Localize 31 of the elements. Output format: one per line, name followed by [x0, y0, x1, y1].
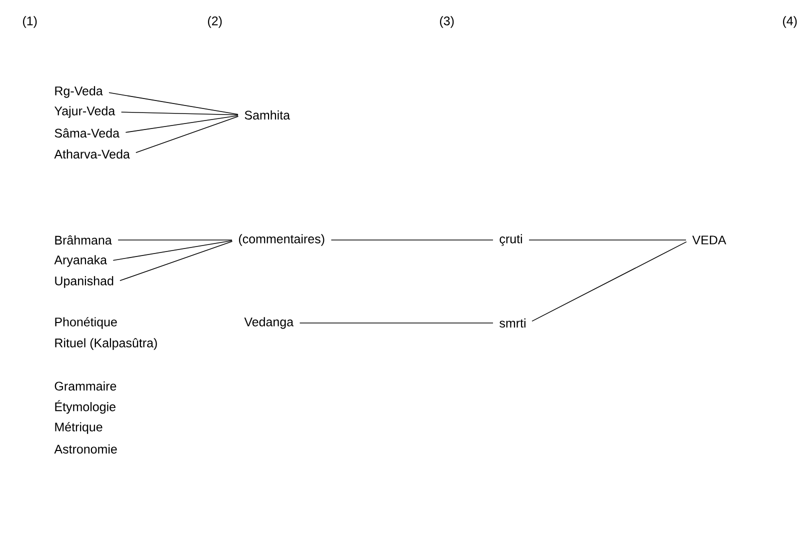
text-label: (4) — [782, 16, 797, 28]
node-label: Vedanga — [244, 317, 294, 329]
text-label: Phonétique — [55, 317, 117, 329]
text-label: Astronomie — [54, 444, 117, 454]
node-label: Upanishad — [55, 276, 114, 288]
text-label: (1) — [22, 16, 37, 28]
text-label: Grammaire — [54, 381, 116, 391]
connector-line — [120, 112, 238, 116]
connector-line — [532, 241, 687, 322]
node-label: VEDA — [692, 236, 726, 244]
node-label: Yajur-Veda — [54, 106, 116, 118]
connector-line — [112, 240, 232, 261]
node-label: (commentaires) — [238, 234, 324, 246]
node-label: Atharva-Veda — [54, 149, 130, 159]
connector-line — [299, 322, 494, 324]
node-label: Samhita — [244, 110, 290, 120]
node-label: Sâma-Veda — [54, 128, 120, 138]
connector-line — [120, 240, 233, 282]
connector-line — [125, 115, 238, 133]
node-label: Aryanaka — [54, 255, 107, 267]
text-label: Étymologie — [55, 400, 116, 414]
node-label: Rg-Veda — [55, 86, 103, 98]
text-label: Rituel (Kalpasûtra) — [55, 338, 157, 350]
node-label: Brâhmana — [55, 235, 112, 245]
text-label: Métrique — [55, 422, 102, 434]
node-label: smrti — [500, 318, 526, 328]
connector-line — [108, 92, 238, 115]
text-label: (3) — [440, 16, 454, 28]
connector-line — [136, 116, 239, 154]
text-label: (2) — [208, 16, 222, 28]
node-label: çruti — [500, 234, 522, 246]
